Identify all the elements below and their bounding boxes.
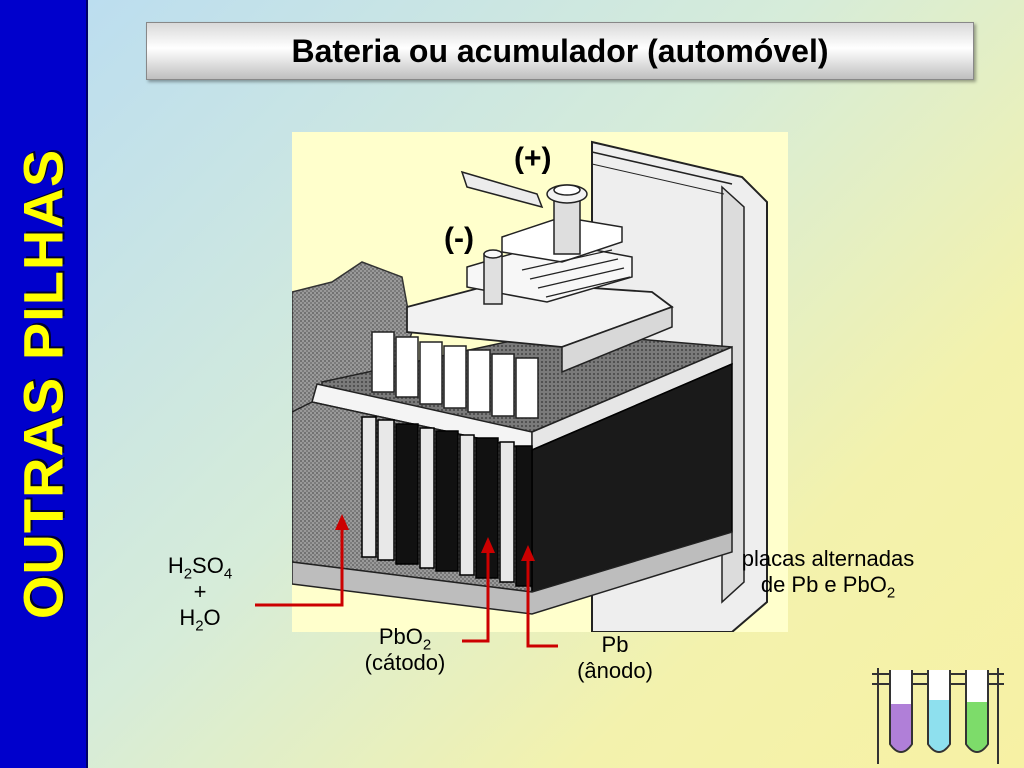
- plates-line2: de Pb e PbO2: [760, 572, 896, 602]
- negative-terminal-label: (-): [444, 222, 474, 255]
- cathode-arrow: [462, 550, 490, 643]
- anode-label: Pb (ânodo): [555, 632, 675, 684]
- page-title: Bateria ou acumulador (automóvel): [291, 32, 829, 69]
- sidebar: OUTRAS PILHAS: [0, 0, 88, 768]
- anode-formula: Pb: [601, 632, 629, 657]
- electrolyte-arrowhead: [335, 514, 349, 530]
- cathode-label: PbO2 (cátodo): [340, 624, 470, 676]
- cathode-formula: PbO2: [378, 624, 432, 654]
- cathode-role: (cátodo): [364, 650, 446, 675]
- electrolyte-arrow: [255, 528, 344, 607]
- plates-line1: placas alternadas: [741, 546, 915, 571]
- car-battery-cutaway-illustration: [292, 132, 788, 632]
- anode-role: (ânodo): [577, 658, 653, 683]
- electrolyte-formula-h2o: H2O: [179, 605, 221, 635]
- cathode-arrowhead: [481, 537, 495, 553]
- anode-arrowhead: [521, 545, 535, 561]
- test-tubes-rack-icon: [872, 668, 1004, 764]
- title-box: Bateria ou acumulador (automóvel): [146, 22, 974, 80]
- electrolyte-plus: +: [193, 579, 207, 604]
- electrolyte-label: H2SO4 + H2O: [150, 553, 250, 635]
- positive-terminal-label: (+): [514, 142, 552, 175]
- anode-arrow: [526, 558, 558, 648]
- electrolyte-formula-h2so4: H2SO4: [167, 553, 233, 583]
- plates-label: placas alternadas de Pb e PbO2: [700, 546, 956, 602]
